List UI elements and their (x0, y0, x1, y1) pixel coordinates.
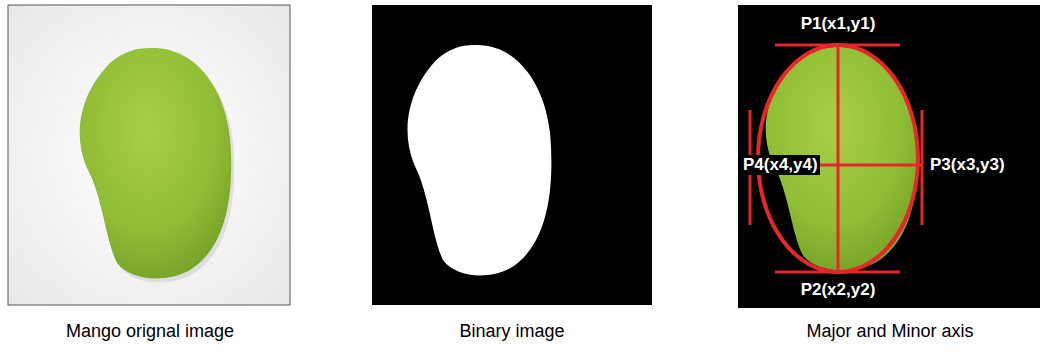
panel-caption: Binary image (459, 321, 564, 343)
point-label: P3(x3,y3) (930, 155, 1005, 175)
point-label: P2(x2,y2) (801, 280, 876, 300)
binary-blob (408, 45, 552, 276)
point-label: P1(x1,y1) (801, 14, 876, 34)
panel-caption: Major and Minor axis (806, 321, 973, 343)
photo-frame (8, 5, 290, 305)
panel-caption: Mango orignal image (66, 321, 234, 343)
point-label: P4(x4,y4) (741, 155, 820, 175)
mango-photo (80, 48, 231, 279)
axis-frame (738, 5, 1040, 308)
right-tangent (921, 110, 924, 225)
binary-frame (372, 5, 652, 305)
major-axis (837, 45, 840, 272)
